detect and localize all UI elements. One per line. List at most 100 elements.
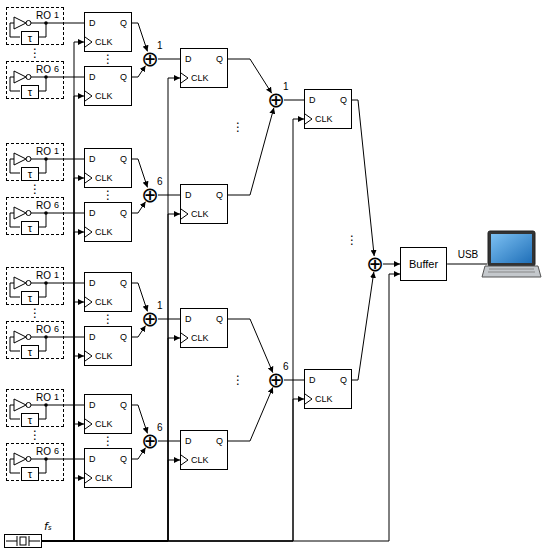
xor-gate: ⊕6 <box>142 433 158 449</box>
signal-wire <box>132 405 147 433</box>
clock-input-mark <box>180 48 190 88</box>
pin-label: Q <box>216 191 223 200</box>
clock-wire <box>42 214 180 541</box>
pin-label: D <box>89 73 96 82</box>
ellipsis: ⋮ <box>29 307 41 319</box>
ro-label: RO <box>36 65 51 75</box>
pin-label: CLK <box>95 38 113 47</box>
pin-label: CLK <box>191 456 209 465</box>
clock-wire <box>42 274 400 541</box>
pin-label: D <box>89 333 96 342</box>
pin-label: Q <box>120 19 127 28</box>
d-flip-flop: DQCLK <box>84 148 132 188</box>
d-flip-flop: DQCLK <box>84 448 132 488</box>
pin-label: Q <box>216 315 223 324</box>
stage-number: 1 <box>283 82 289 92</box>
stage-number: 1 <box>157 301 163 311</box>
signal-wire <box>228 108 274 195</box>
clock-wire <box>42 399 304 541</box>
stage-number: 6 <box>283 362 289 372</box>
laptop-illustration <box>482 231 541 277</box>
signal-wire <box>64 23 84 24</box>
pin-label: Q <box>120 73 127 82</box>
pin-label: D <box>185 315 192 324</box>
xor-gate: ⊕1 <box>142 51 158 67</box>
pin-label: CLK <box>191 334 209 343</box>
pin-label: CLK <box>95 92 113 101</box>
delay-label: τ <box>28 293 32 304</box>
clock-wire <box>42 78 180 541</box>
ellipsis: ⋮ <box>346 234 358 246</box>
pin-label: Q <box>216 55 223 64</box>
ellipsis: ⋮ <box>29 429 41 441</box>
pin-label: Q <box>120 209 127 218</box>
d-flip-flop: D Q CLK <box>84 66 132 106</box>
ro-index: 1 <box>54 271 59 280</box>
d-flip-flop: DQCLK <box>304 89 352 129</box>
pin-label: CLK <box>95 474 113 483</box>
pin-label: Q <box>216 437 223 446</box>
signal-wire <box>158 441 180 442</box>
pin-label: D <box>309 376 316 385</box>
signal-wire <box>383 264 400 265</box>
pin-label: Q <box>340 96 347 105</box>
delay-label: τ <box>28 223 32 234</box>
pin-label: CLK <box>95 228 113 237</box>
clock-input-mark <box>84 448 94 488</box>
signal-wire <box>228 387 273 441</box>
ro-index: 6 <box>54 65 59 74</box>
ellipsis: ⋮ <box>232 374 244 386</box>
ring-oscillator: τ RO6 <box>6 443 64 481</box>
ellipsis: ⋮ <box>29 183 41 195</box>
signal-wire <box>158 59 180 60</box>
d-flip-flop: DQCLK <box>304 369 352 409</box>
xor-symbol: ⊕ <box>141 185 159 206</box>
pin-label: D <box>309 96 316 105</box>
signal-wire <box>228 59 272 93</box>
clock-label: fₛ <box>44 521 52 532</box>
xor-symbol: ⊕ <box>267 370 285 391</box>
xor-symbol: ⊕ <box>366 254 384 275</box>
ellipsis: ⋮ <box>102 313 114 325</box>
clock-input-mark <box>304 369 314 409</box>
xor-gate: ⊕6 <box>268 372 284 388</box>
signal-wire <box>228 319 273 373</box>
delay-label: τ <box>28 469 32 480</box>
delay-element: τ <box>21 345 39 359</box>
xor-gate: ⊕1 <box>142 311 158 327</box>
ellipsis: ⋮ <box>29 47 41 59</box>
signal-wire <box>284 100 304 101</box>
clock-input-mark <box>304 89 314 129</box>
stage-number: 1 <box>157 41 163 51</box>
pin-label: CLK <box>95 174 113 183</box>
d-flip-flop: DQCLK <box>84 394 132 434</box>
ring-oscillator: τ RO6 <box>6 61 64 99</box>
clock-input-mark <box>84 66 94 106</box>
ellipsis: ⋮ <box>102 53 114 65</box>
pin-label: D <box>185 55 192 64</box>
xor-gate: ⊕1 <box>268 92 284 108</box>
ring-oscillator: τRO6 <box>6 197 64 235</box>
pin-label: Q <box>120 401 127 410</box>
pin-label: D <box>89 455 96 464</box>
pin-label: Q <box>340 376 347 385</box>
usb-cable <box>447 264 487 265</box>
ro-index: 6 <box>54 447 59 456</box>
clock-input-mark <box>180 430 190 470</box>
clock-wire <box>42 338 180 541</box>
ro-label: RO <box>36 393 51 403</box>
signal-wire <box>352 272 374 380</box>
signal-wire <box>158 195 180 196</box>
clock-input-mark <box>84 394 94 434</box>
pin-label: CLK <box>95 352 113 361</box>
ro-index: 1 <box>54 393 59 402</box>
pin-label: CLK <box>191 74 209 83</box>
xor-symbol: ⊕ <box>267 90 285 111</box>
delay-element: τ <box>21 85 39 99</box>
ro-label: RO <box>36 447 51 457</box>
pin-label: D <box>89 19 96 28</box>
ro-label: RO <box>36 325 51 335</box>
pin-label: D <box>89 279 96 288</box>
ring-oscillator: τRO1 <box>6 143 64 181</box>
